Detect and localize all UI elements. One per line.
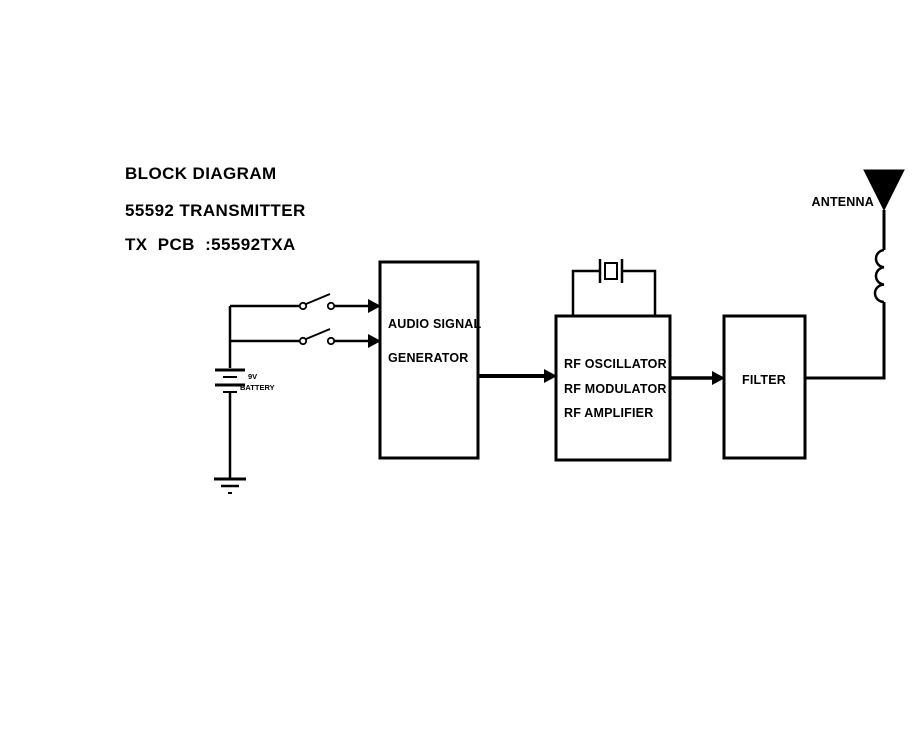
filter-block-label: FILTER: [742, 373, 786, 387]
diagram-pcb-reference: TX PCB :55592TXA: [125, 235, 296, 254]
switch-contact-icon: [326, 301, 336, 311]
crystal-wire: [571, 269, 657, 316]
antenna-icon: [863, 169, 905, 212]
audio-block-label-line1: AUDIO SIGNAL: [388, 317, 482, 331]
switch-contact-icon: [298, 336, 308, 346]
arrowhead-icon: [368, 334, 381, 348]
arrowhead-icon: [712, 371, 725, 385]
antenna: ANTENNA: [811, 169, 905, 212]
block-audio-signal-generator: AUDIO SIGNAL GENERATOR: [378, 260, 482, 460]
diagram-title: BLOCK DIAGRAM: [125, 164, 277, 183]
block-filter: FILTER: [722, 314, 807, 460]
crystal-circuit: [571, 259, 657, 316]
rf-block-label-line1: RF OSCILLATOR: [564, 357, 667, 371]
ground-symbol: [214, 477, 246, 494]
switch-top: [298, 293, 381, 313]
switch-lever-icon: [305, 328, 331, 340]
rf-block-label-line2: RF MODULATOR: [564, 382, 667, 396]
crystal-body-icon: [604, 262, 618, 280]
rf-block-outline: [554, 314, 672, 462]
audio-block-label-line2: GENERATOR: [388, 351, 469, 365]
rf-block-label-line3: RF AMPLIFIER: [564, 406, 653, 420]
filter-block-outline: [722, 314, 807, 460]
battery-voltage-label: 9V: [248, 372, 257, 381]
diagram-subtitle: 55592 TRANSMITTER: [125, 201, 306, 220]
switch-lever-icon: [305, 293, 331, 305]
audio-block-outline: [378, 260, 480, 460]
title-block: BLOCK DIAGRAM 55592 TRANSMITTER TX PCB :…: [125, 164, 306, 254]
antenna-label: ANTENNA: [811, 195, 874, 209]
battery-circuit: [228, 304, 299, 478]
switch-contact-icon: [298, 301, 308, 311]
arrowhead-icon: [544, 369, 557, 383]
inductor-icon: [873, 248, 885, 304]
switch-bottom: [298, 328, 381, 348]
battery-name-label: BATTERY: [240, 383, 275, 392]
block-rf-stage: RF OSCILLATOR RF MODULATOR RF AMPLIFIER: [554, 314, 672, 462]
wire-filter-to-antenna: [805, 210, 886, 380]
arrowhead-icon: [368, 299, 381, 313]
battery-symbol: [215, 368, 245, 393]
switch-contact-icon: [326, 336, 336, 346]
